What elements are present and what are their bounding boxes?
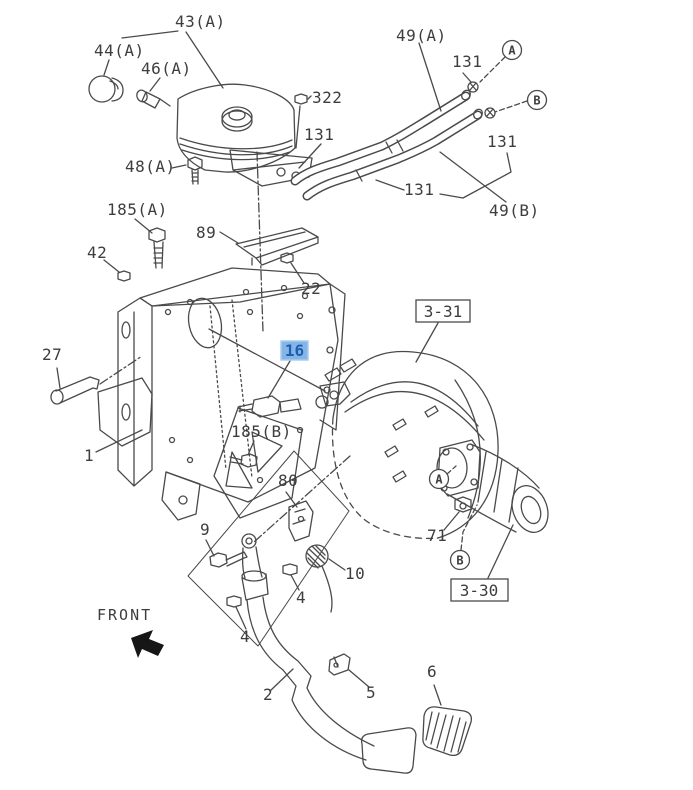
part-label-16: 16 <box>285 341 304 360</box>
tank-mount-plate <box>229 143 322 333</box>
reservoir-tank <box>121 30 296 173</box>
clevis <box>315 358 357 409</box>
part-label-80[interactable]: 80 <box>278 471 298 490</box>
switch-16 <box>208 328 326 418</box>
front-label: FRONT <box>97 606 152 624</box>
view-marker-b-top-label: B <box>533 94 540 108</box>
highlighted-part-16[interactable]: 16 <box>280 340 309 361</box>
part-label-2[interactable]: 2 <box>263 685 273 704</box>
part-label-42[interactable]: 42 <box>87 243 107 262</box>
part-label-131-bottom[interactable]: 131 <box>404 180 434 199</box>
part-label-4a[interactable]: 4 <box>296 588 306 607</box>
pin-27 <box>50 355 143 405</box>
part-label-185b[interactable]: 185(B) <box>231 422 292 441</box>
part-label-131-top[interactable]: 131 <box>452 52 482 71</box>
bolt-185b <box>229 440 258 468</box>
ref-box-3-30[interactable]: 3-30 <box>450 578 509 602</box>
part-label-1[interactable]: 1 <box>84 446 94 465</box>
stopper-5 <box>328 653 370 688</box>
level-sensor <box>136 77 171 109</box>
part-label-49a[interactable]: 49(A) <box>396 26 447 45</box>
part-label-6[interactable]: 6 <box>427 662 437 681</box>
part-label-22[interactable]: 22 <box>301 279 321 298</box>
view-marker-a-booster: A <box>428 468 450 490</box>
pedal-arm <box>246 596 417 774</box>
subassembly-frame <box>187 450 350 647</box>
part-label-71[interactable]: 71 <box>427 526 447 545</box>
part-label-131-left[interactable]: 131 <box>304 125 334 144</box>
part-label-131-right[interactable]: 131 <box>487 132 517 151</box>
part-label-322[interactable]: 322 <box>312 88 342 107</box>
hose-leaders <box>375 42 528 203</box>
spring-10 <box>305 544 346 613</box>
part-label-49b[interactable]: 49(B) <box>489 201 540 220</box>
view-marker-b-booster-label: B <box>456 554 463 568</box>
part-label-27[interactable]: 27 <box>42 345 62 364</box>
nut-42 <box>103 259 131 282</box>
master-cylinder <box>415 322 549 579</box>
view-marker-a-booster-label: A <box>435 473 443 487</box>
part-label-89[interactable]: 89 <box>196 223 216 242</box>
brake-booster <box>331 350 499 540</box>
view-marker-b-top: B <box>526 89 548 111</box>
nut-322 <box>294 93 312 149</box>
part-label-44a[interactable]: 44(A) <box>94 41 145 60</box>
ref-box-3-30-label: 3-30 <box>460 581 499 600</box>
strap-89 <box>219 227 319 266</box>
part-label-9[interactable]: 9 <box>200 520 210 539</box>
part-label-46a[interactable]: 46(A) <box>141 59 192 78</box>
view-marker-a-top: A <box>501 39 523 61</box>
pedal-bracket <box>95 267 346 521</box>
pedal-pad <box>422 684 472 757</box>
part-label-43a[interactable]: 43(A) <box>175 12 226 31</box>
view-marker-b-booster: B <box>449 549 471 571</box>
bolt-48a <box>171 156 203 185</box>
reservoir-cap <box>88 59 124 103</box>
part-label-48a[interactable]: 48(A) <box>125 157 176 176</box>
part-label-185a[interactable]: 185(A) <box>107 200 168 219</box>
ref-box-3-31[interactable]: 3-31 <box>415 299 471 323</box>
fluid-hoses <box>290 81 496 201</box>
ref-box-3-31-label: 3-31 <box>424 302 463 321</box>
part-label-5[interactable]: 5 <box>366 683 376 702</box>
bolt-185a <box>134 218 166 269</box>
view-marker-a-top-label: A <box>508 44 516 58</box>
pedal-pivot <box>205 455 351 630</box>
part-label-10[interactable]: 10 <box>345 564 365 583</box>
part-label-4b[interactable]: 4 <box>240 627 250 646</box>
front-arrow-icon <box>131 630 164 658</box>
